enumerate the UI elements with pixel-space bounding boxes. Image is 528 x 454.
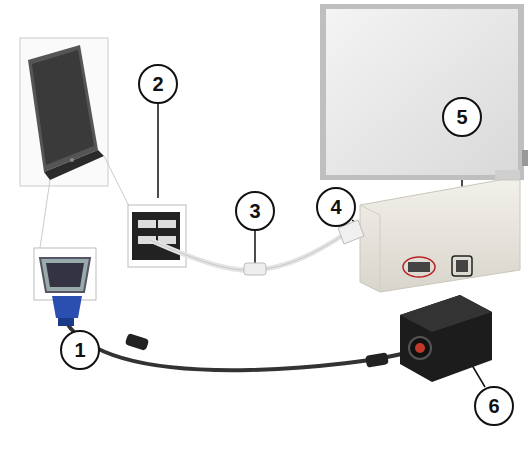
callout-circle: 2 bbox=[138, 64, 178, 104]
callout-number: 1 bbox=[74, 339, 85, 362]
callout-number: 2 bbox=[152, 73, 163, 96]
vga-port-zoom bbox=[34, 248, 96, 300]
callout-circle: 3 bbox=[235, 191, 275, 231]
callout-circle: 4 bbox=[316, 187, 356, 227]
callout-circle: 1 bbox=[60, 330, 100, 370]
whiteboard-base bbox=[360, 180, 520, 292]
vga-cable bbox=[52, 296, 438, 370]
usb-port-zoom bbox=[128, 205, 186, 267]
callout-number: 4 bbox=[330, 196, 341, 219]
laptop bbox=[20, 38, 130, 248]
callout-number: 5 bbox=[456, 106, 467, 129]
callout-number: 3 bbox=[249, 200, 260, 223]
projector bbox=[400, 295, 492, 382]
interactive-whiteboard bbox=[320, 4, 528, 182]
callout-circle: 5 bbox=[442, 97, 482, 137]
callout-circle: 6 bbox=[474, 386, 514, 426]
callout-number: 6 bbox=[488, 395, 499, 418]
